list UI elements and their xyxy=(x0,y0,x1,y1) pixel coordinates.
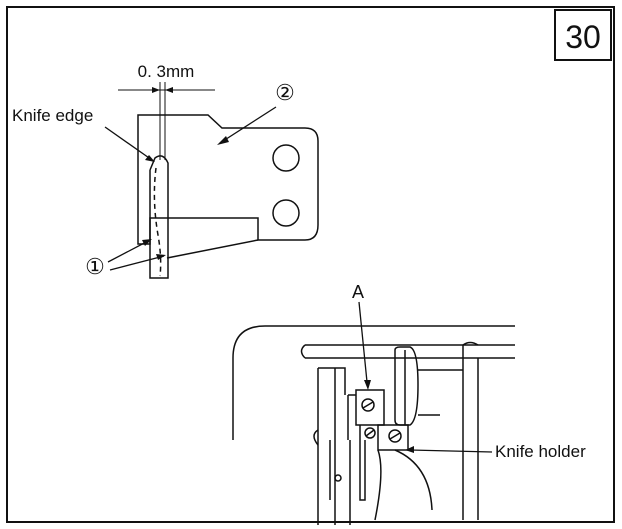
plate-hole-upper xyxy=(272,144,300,172)
callout-1: ① xyxy=(85,239,166,279)
plate-slant xyxy=(166,239,259,259)
knife-holder-block xyxy=(377,424,409,451)
plate-hole-lower xyxy=(272,199,300,227)
knife-hidden-line xyxy=(153,167,162,277)
callout-2: ② xyxy=(217,80,295,145)
point-a-label: A xyxy=(352,282,364,302)
knife-holder-callout: Knife holder xyxy=(405,442,586,461)
top-detail-drawing xyxy=(118,82,319,279)
machine-body xyxy=(232,325,515,440)
figure-number-box: 30 xyxy=(554,9,612,61)
figure-frame xyxy=(6,6,615,523)
svg-text:①: ① xyxy=(85,254,105,279)
upper-block xyxy=(355,389,385,426)
knife-outline xyxy=(149,155,169,279)
point-a-callout: A xyxy=(352,282,371,390)
figure-number: 30 xyxy=(565,19,601,55)
knife-holder-label: Knife holder xyxy=(495,442,586,461)
knife-edge-callout: Knife edge xyxy=(12,106,155,162)
dimension-label: 0. 3mm xyxy=(138,62,195,81)
knife-edge-label: Knife edge xyxy=(12,106,93,125)
bottom-detail-drawing xyxy=(232,325,515,525)
svg-text:②: ② xyxy=(275,80,295,105)
